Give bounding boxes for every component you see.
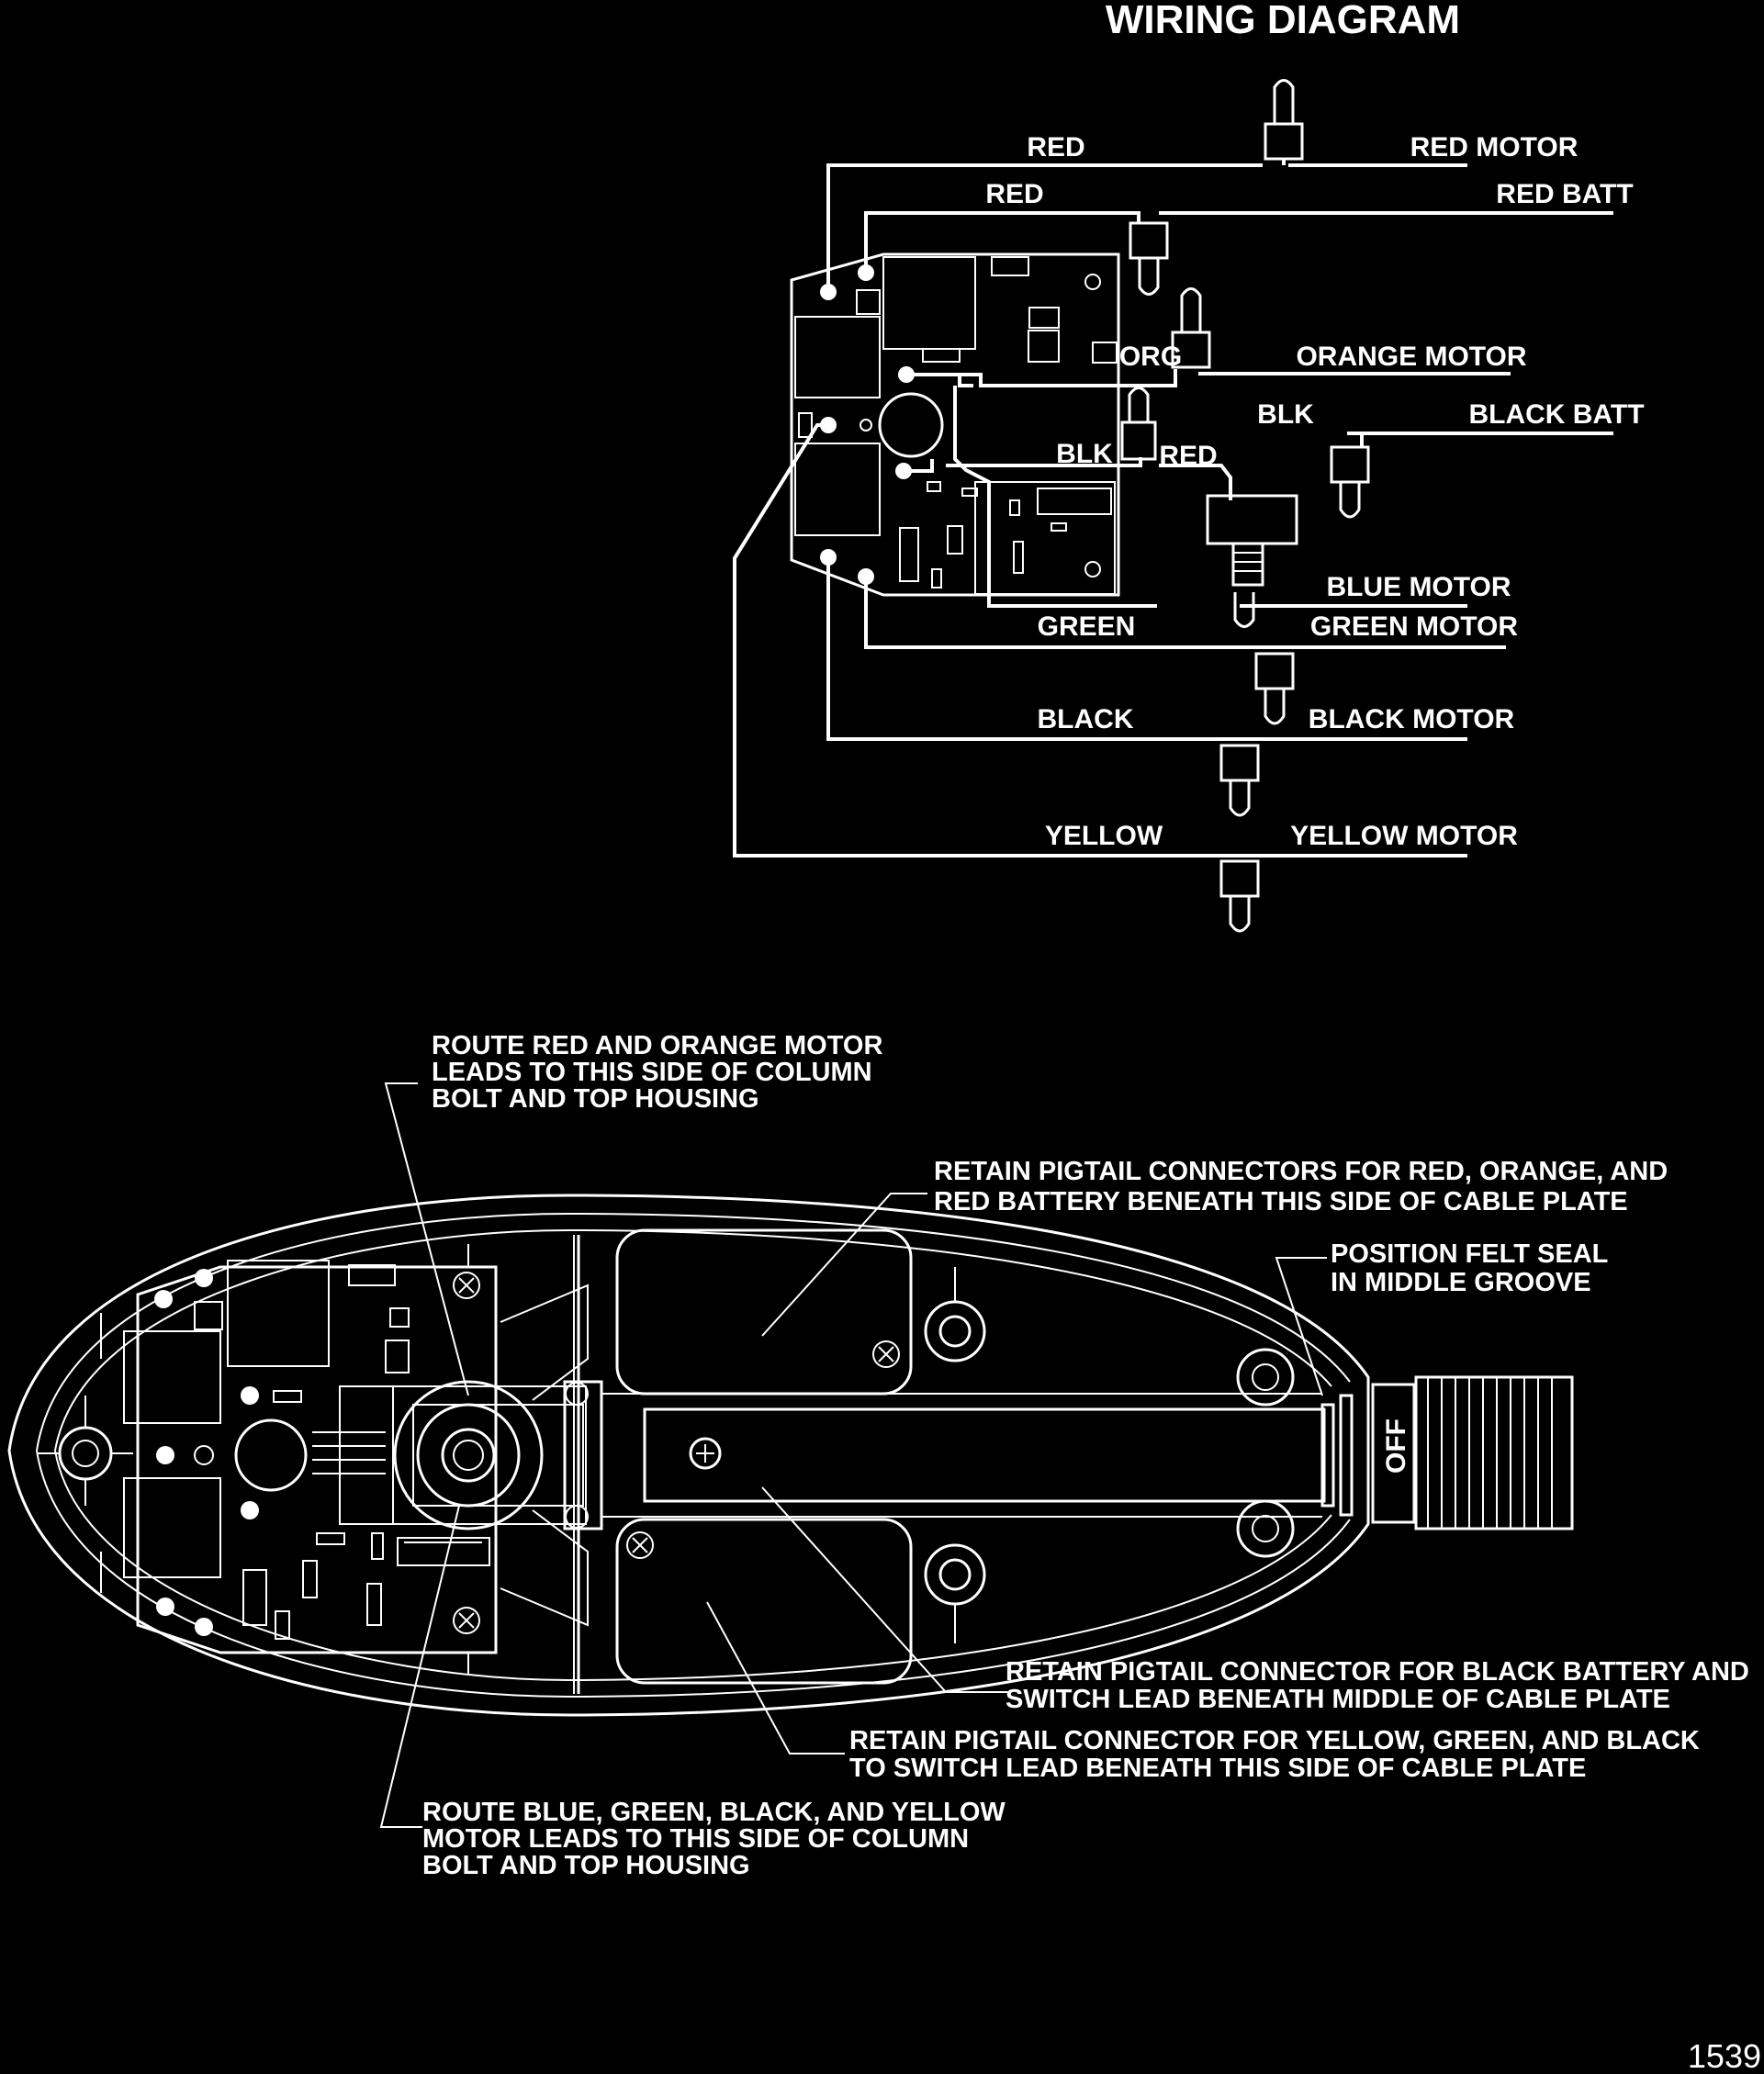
wire-org-lead <box>960 369 1177 387</box>
connector-yellow-motor <box>1219 859 1260 933</box>
leader-route-red-orange <box>384 1082 469 1396</box>
wire-labels: RED RED MOTOR RED RED BATT ORG ORANGE MO… <box>985 132 1644 851</box>
wire-yellow-lead <box>733 423 1240 858</box>
connector-red-batt <box>1129 221 1169 296</box>
callout-line: SWITCH LEAD BENEATH MIDDLE OF CABLE PLAT… <box>1006 1685 1670 1714</box>
label-red-motor: RED MOTOR <box>1410 132 1579 163</box>
cable-plate-upper <box>615 1228 913 1396</box>
leader-felt-seal <box>1275 1257 1327 1396</box>
connector-green-motor <box>1254 652 1295 725</box>
schematic-wires <box>733 163 1613 858</box>
callout-route-red-orange: ROUTE RED AND ORANGE MOTOR LEADS TO THIS… <box>432 1031 882 1114</box>
label-red-second: RED <box>985 179 1043 209</box>
callout-line: RETAIN PIGTAIL CONNECTOR FOR YELLOW, GRE… <box>849 1726 1700 1755</box>
callout-line: BOLT AND TOP HOUSING <box>422 1851 750 1880</box>
housing-outer-outline <box>7 1194 1370 1717</box>
callout-line: IN MIDDLE GROOVE <box>1331 1268 1591 1297</box>
connector-blk-switch <box>1120 387 1157 461</box>
felt-seal-groove <box>1320 1403 1335 1508</box>
label-orange-motor: ORANGE MOTOR <box>1296 342 1526 372</box>
wire-red-motor-lead <box>826 163 1263 292</box>
pigtail-connectors <box>1120 79 1370 933</box>
connector-red-motor <box>1264 79 1304 165</box>
wire-green-lead <box>864 577 1275 649</box>
figure-number: 1539 <box>1688 2037 1761 2074</box>
label-red-batt: RED BATT <box>1496 179 1633 209</box>
schematic-circuit-board <box>790 252 1120 597</box>
top-housing-assembly: OFF <box>7 1194 1574 1717</box>
leader-route-blue-green <box>379 1505 460 1828</box>
connector-black-motor <box>1219 744 1260 817</box>
label-black: BLACK <box>1038 704 1134 734</box>
label-yellow-motor: YELLOW MOTOR <box>1290 821 1518 851</box>
label-green-motor: GREEN MOTOR <box>1310 611 1518 642</box>
label-blue-motor: BLUE MOTOR <box>1326 572 1511 602</box>
callout-retain-black-battery: RETAIN PIGTAIL CONNECTOR FOR BLACK BATTE… <box>1006 1657 1749 1714</box>
callout-line: TO SWITCH LEAD BENEATH THIS SIDE OF CABL… <box>849 1754 1586 1783</box>
callout-line: RETAIN PIGTAIL CONNECTOR FOR BLACK BATTE… <box>1006 1657 1749 1687</box>
diagram-title: WIRING DIAGRAM <box>1106 0 1460 42</box>
callout-retain-yellow-green-black: RETAIN PIGTAIL CONNECTOR FOR YELLOW, GRE… <box>849 1726 1700 1783</box>
callout-line: LEADS TO THIS SIDE OF COLUMN <box>432 1058 872 1087</box>
callout-retain-red-orange: RETAIN PIGTAIL CONNECTORS FOR RED, ORANG… <box>934 1157 1668 1216</box>
toggle-switch <box>1206 494 1298 628</box>
wire-red-batt-lead <box>864 211 1140 273</box>
housing-inner-outline <box>35 1212 1351 1698</box>
leader-retain-red-orange <box>761 1193 927 1337</box>
wire-b-stub <box>904 459 934 473</box>
label-blk-left: BLK <box>1056 439 1113 469</box>
wire-red-to-switch <box>1159 464 1232 500</box>
shaft-collar <box>1371 1383 1416 1524</box>
cable-plate-lower <box>615 1518 913 1685</box>
callout-line: MOTOR LEADS TO THIS SIDE OF COLUMN <box>422 1824 969 1854</box>
label-black-batt: BLACK BATT <box>1468 399 1644 430</box>
label-green: GREEN <box>1038 611 1136 642</box>
callout-line: POSITION FELT SEAL <box>1331 1239 1608 1269</box>
wire-blue-lead <box>953 386 1157 608</box>
callout-line: RED BATTERY BENEATH THIS SIDE OF CABLE P… <box>934 1187 1628 1216</box>
leader-retain-black-battery <box>761 1486 1010 1693</box>
label-red-switch: RED <box>1159 441 1217 471</box>
label-blk-mid: BLK <box>1257 399 1314 430</box>
callout-route-blue-green: ROUTE BLUE, GREEN, BLACK, AND YELLOW MOT… <box>422 1798 1006 1880</box>
switch-off-label: OFF <box>1381 1418 1411 1474</box>
label-org: ORG <box>1119 342 1182 372</box>
callout-leaders <box>379 1082 1327 1828</box>
label-red-top: RED <box>1027 132 1084 163</box>
callout-line: ROUTE RED AND ORANGE MOTOR <box>432 1031 882 1060</box>
coil-cord <box>1414 1375 1574 1530</box>
callout-line: ROUTE BLUE, GREEN, BLACK, AND YELLOW <box>422 1798 1006 1827</box>
wire-black-batt-stub <box>1347 432 1364 447</box>
leader-retain-yellow-green-black <box>706 1601 845 1754</box>
callout-line: BOLT AND TOP HOUSING <box>432 1084 759 1114</box>
label-yellow: YELLOW <box>1045 821 1163 851</box>
label-black-motor: BLACK MOTOR <box>1309 704 1515 734</box>
wire-org-lead-a <box>906 373 973 387</box>
wire-black-lead <box>826 557 1240 741</box>
connector-black-batt <box>1330 445 1370 519</box>
connector-orange-motor <box>1171 287 1211 369</box>
callout-line: RETAIN PIGTAIL CONNECTORS FOR RED, ORANG… <box>934 1157 1668 1186</box>
callout-felt-seal: POSITION FELT SEAL IN MIDDLE GROOVE <box>1331 1239 1608 1297</box>
cable-plate-strap <box>643 1407 1326 1503</box>
